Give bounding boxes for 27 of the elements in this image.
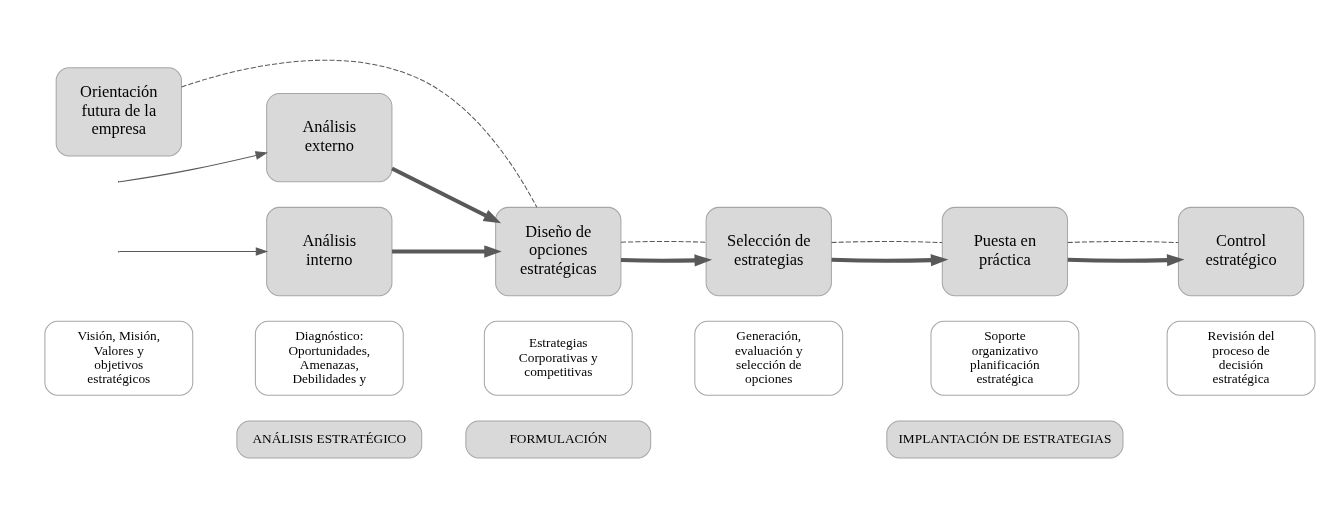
node-box: FORMULACIÓN	[465, 420, 652, 459]
node-box: IMPLANTACIÓN DE ESTRATEGIAS	[886, 420, 1124, 459]
connector	[1067, 241, 1179, 244]
node-box: Diagnóstico: Oportunidades, Amenazas, Debilidades y	[254, 320, 404, 396]
arrow	[831, 254, 949, 267]
node-box: Soporte organizativo planificación estratégica	[930, 320, 1080, 396]
arrow	[1067, 254, 1185, 267]
connector	[181, 59, 538, 208]
arrow	[620, 254, 713, 267]
node-box: Diseño de opciones estratégicas	[495, 206, 622, 297]
node-box: Orientación futura de la empresa	[55, 67, 182, 157]
arrow	[119, 247, 269, 256]
node-box: ANÁLISIS ESTRATÉGICO	[236, 420, 423, 459]
node-box: Generación, evaluación y selección de opciones	[694, 320, 844, 396]
node-box: Análisis externo	[266, 92, 393, 183]
arrow	[119, 151, 268, 183]
arrow	[392, 245, 502, 258]
connector	[620, 241, 707, 243]
node-box: Control estratégico	[1177, 206, 1305, 297]
node-box: Selección de estrategias	[705, 206, 832, 297]
node-box: Visión, Misión, Valores y objetivos estratégicos	[44, 320, 194, 396]
node-box: Revisión del proceso de decisión estratégica	[1166, 320, 1316, 396]
arrow	[391, 166, 502, 224]
node-box: Estrategias Corporativas y competitivas	[483, 320, 633, 396]
node-box: Análisis interno	[266, 206, 393, 297]
connector	[831, 241, 943, 244]
node-box: Puesta en práctica	[941, 206, 1069, 297]
